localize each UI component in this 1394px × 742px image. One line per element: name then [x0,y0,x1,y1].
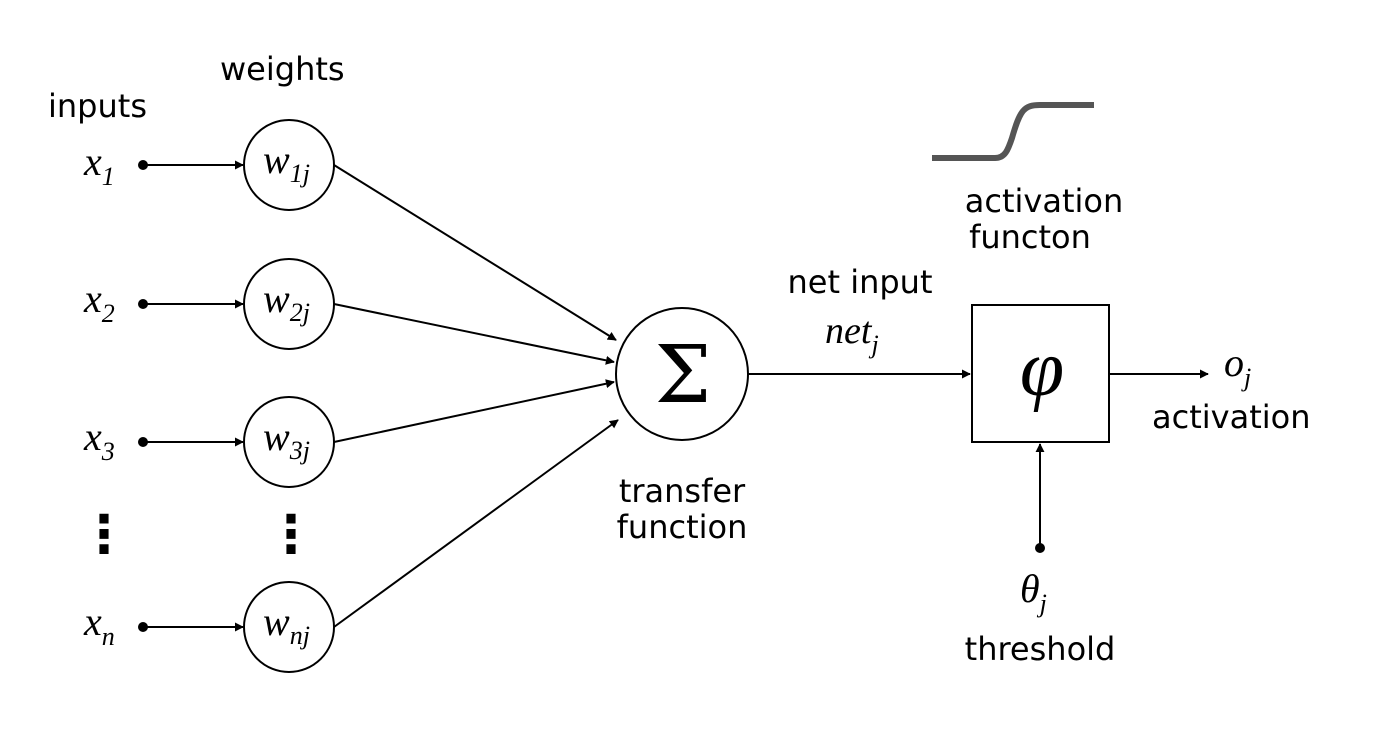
input-label-3: x3 [83,414,115,466]
transfer-function-label-line2: function [617,508,748,546]
weight-label-3: w3j [263,414,310,465]
weight-to-sum-arrow-n [333,419,619,628]
weight-to-sum-arrow-3 [333,379,615,443]
sigmoid-curve-icon [932,102,1094,161]
phi-symbol: φ [1020,325,1064,413]
input-row-n: xn wnj [83,581,335,673]
weight-label-1: w1j [263,137,310,188]
weight-ellipsis: ⋮ [265,505,317,565]
weight-label-2: w2j [263,276,310,327]
input-row-1: x1 w1j [83,119,335,211]
activation-function-label-line1: activation [965,182,1123,220]
input-row-2: x2 w2j [83,258,335,350]
threshold-label: threshold [965,630,1116,668]
theta-symbol: θj [1020,566,1047,618]
input-ellipsis: ⋮ [78,505,130,565]
activation-box [971,304,1110,443]
input-row-3: x3 w3j [83,396,335,488]
net-input-label: net input [788,263,933,301]
transfer-function-label-line1: transfer [619,472,746,510]
net-symbol: netj [825,310,879,359]
input-label-n: xn [83,599,115,651]
activation-function-label-line2: functon [969,218,1091,256]
weight-to-sum-arrow-1 [333,164,617,341]
sigma-symbol: Σ [655,328,712,421]
weight-label-n: wnj [263,599,310,650]
weight-to-sum-arrow-2 [333,303,615,365]
input-label-2: x2 [83,276,115,328]
weights-heading: weights [220,50,345,88]
output-symbol: oj [1224,340,1251,392]
input-label-1: x1 [83,139,115,191]
activation-label: activation [1152,398,1310,436]
inputs-heading: inputs [48,87,147,125]
